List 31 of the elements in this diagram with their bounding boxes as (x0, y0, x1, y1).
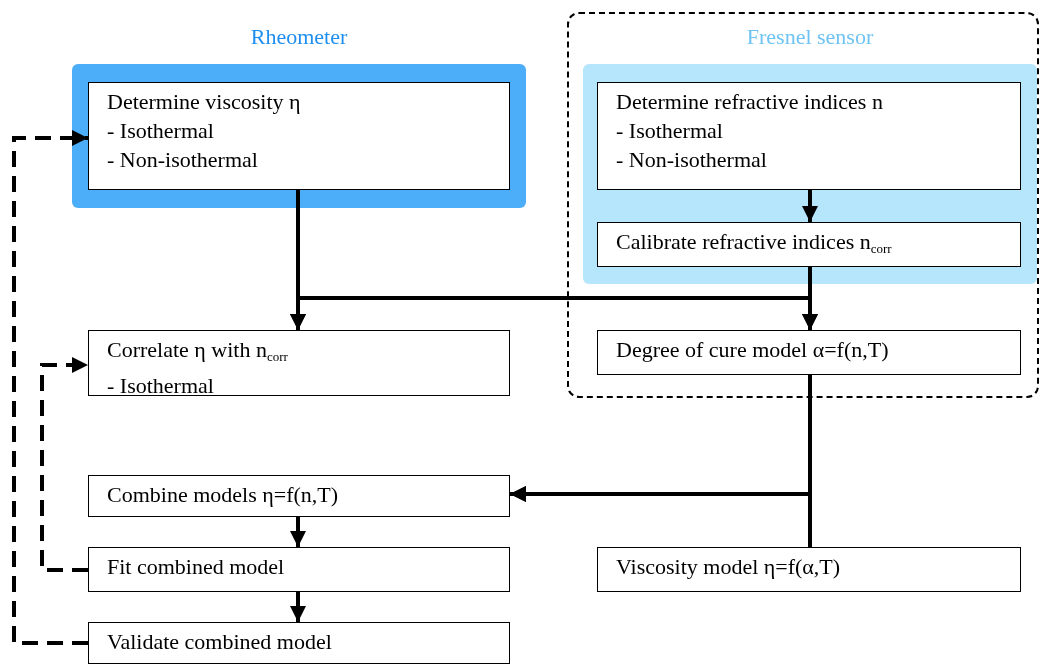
arrow (290, 517, 306, 547)
box-title: Correlate η with n$_{corr}$ (107, 336, 288, 366)
box-title: Determine refractive indices n (616, 88, 883, 116)
arrow (290, 592, 306, 622)
box-title: Calibrate refractive indices n$_{corr}$ (616, 228, 892, 258)
box-title: Viscosity model η=f(α,T) (616, 553, 841, 581)
dashed-region (567, 12, 1039, 398)
process-box (597, 330, 1021, 375)
process-box (597, 82, 1021, 190)
list-item: - Isothermal (616, 117, 723, 145)
process-box (597, 222, 1021, 267)
group-heading: Rheometer (249, 24, 349, 50)
dashed-arrow (40, 357, 88, 572)
arrow (802, 190, 818, 222)
list-item: - Isothermal (107, 117, 214, 145)
process-box (88, 330, 510, 396)
list-item: - Non-isothermal (616, 146, 767, 174)
dashed-arrow (12, 130, 88, 645)
process-box (88, 622, 510, 664)
box-title: Degree of cure model α=f(n,T) (616, 336, 889, 364)
box-title: Determine viscosity η (107, 88, 301, 116)
box-title: Combine models η=f(n,T) (107, 481, 339, 509)
list-item: - Non-isothermal (107, 146, 258, 174)
box-title: Fit combined model (107, 553, 285, 581)
box-title: Validate combined model (107, 628, 332, 656)
list-item: - Isothermal (107, 372, 214, 400)
process-box (597, 547, 1021, 592)
process-box (88, 547, 510, 592)
group-heading: Fresnel sensor (745, 24, 875, 50)
process-box (88, 82, 510, 190)
process-box (88, 475, 510, 517)
